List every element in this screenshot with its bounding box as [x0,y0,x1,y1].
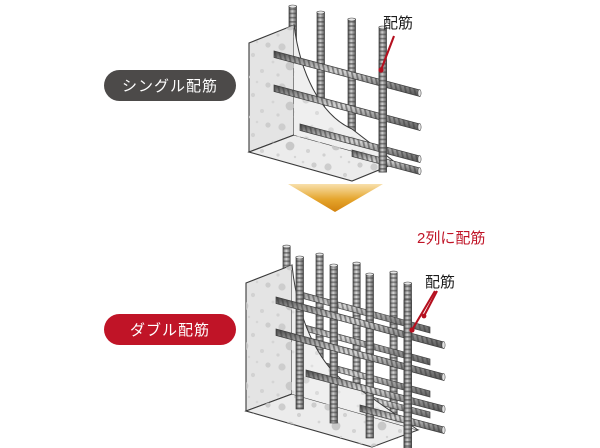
vertical-rebars-front-single [378,59,387,173]
vertical-rebar-frontmost-double [403,299,412,448]
down-arrow [288,184,383,212]
annotation-top-rebar: 配筋 [383,15,414,32]
label-single-rebar: シングル配筋 [104,70,236,101]
leader-line-top-rebar [378,35,395,73]
label-double-rebar-text: ダブル配筋 [129,322,210,339]
leader-lines-bottom-rebar [409,290,438,333]
horizontal-rebars-front-double [275,296,446,434]
annotation-bottom-rebar: 配筋 [425,274,456,291]
single-rebar-wall-diagram [247,4,422,182]
label-double-rebar: ダブル配筋 [104,314,236,345]
double-rebar-wall-diagram [244,244,446,448]
annotation-two-rows: 2列に配筋 [417,230,486,247]
label-single-rebar-text: シングル配筋 [121,78,218,95]
